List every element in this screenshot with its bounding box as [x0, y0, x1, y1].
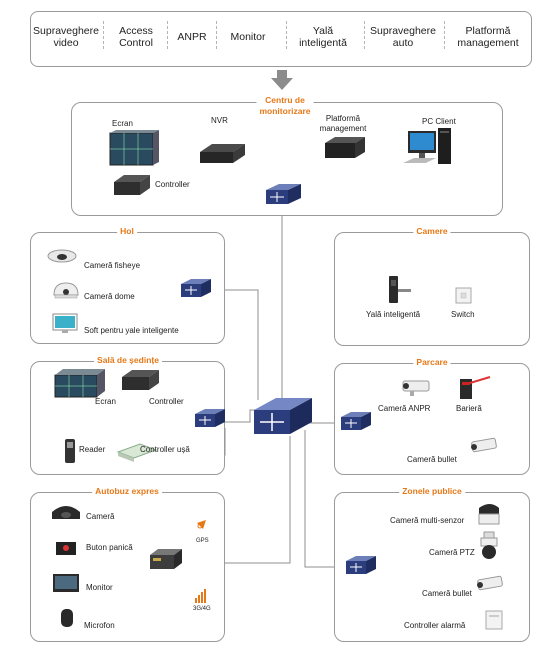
rooms-title: Camere: [413, 226, 451, 237]
screen-label: Ecran: [112, 119, 133, 128]
microphone-label: Microfon: [84, 621, 115, 630]
panic-button-icon: [56, 542, 76, 555]
multi-sensor-label: Cameră multi-senzor: [390, 516, 465, 525]
screen-label: Ecran: [95, 397, 116, 406]
category-video-surveillance: Supraveghere video: [33, 25, 99, 49]
network-label: 3G/4G: [193, 606, 211, 612]
alarm-controller-icon: [485, 610, 503, 630]
category-vehicle-surveillance: Supraveghere auto: [370, 25, 436, 49]
video-wall-icon: [109, 130, 159, 166]
rooms-panel: [334, 232, 530, 346]
monitor-label: Monitor: [86, 583, 113, 592]
category-smart-lock: Yală inteligentă: [299, 25, 347, 49]
panic-button-label: Buton panică: [86, 543, 133, 552]
anpr-camera-label: Cameră ANPR: [378, 404, 431, 413]
smart-lock-icon: [389, 276, 411, 303]
reader-label: Reader: [79, 445, 106, 454]
barrier-icon: [460, 376, 491, 399]
platform-label: Platformă management: [319, 114, 367, 133]
pc-client-icon: [403, 128, 451, 164]
separator: [364, 21, 365, 49]
fisheye-camera-icon: [47, 249, 77, 263]
signal-icon: [195, 589, 206, 603]
separator: [444, 21, 445, 49]
mobile-nvr-icon: [150, 549, 182, 569]
nvr-icon: [200, 144, 245, 163]
category-anpr: ANPR: [177, 31, 207, 43]
ptz-label: Cameră PTZ: [429, 548, 475, 557]
multi-sensor-camera-icon: [478, 504, 500, 525]
camera-label: Cameră: [86, 512, 115, 521]
category-access-control: Access Control: [119, 25, 153, 49]
pc-client-label: PC Client: [422, 117, 456, 126]
card-reader-icon: [65, 439, 75, 463]
bullet-camera-icon: [471, 437, 497, 453]
public-switch-icon: [346, 556, 376, 574]
door-controller-icon: [116, 443, 158, 462]
alarm-controller-label: Controller alarmă: [404, 621, 466, 630]
gps-icon: [197, 520, 206, 529]
bullet-camera-label: Cameră bullet: [407, 455, 457, 464]
separator: [286, 21, 287, 49]
controller-icon: [122, 370, 159, 390]
switch-label: Switch: [451, 310, 475, 319]
express-bus-title: Autobuz expres: [92, 486, 162, 497]
smart-lock-software-icon: [52, 313, 78, 333]
category-management-platform: Platformă management: [457, 25, 519, 49]
bullet-label: Cameră bullet: [422, 589, 472, 598]
bullet-camera-icon: [477, 575, 503, 591]
mobile-camera-icon: [52, 506, 80, 519]
meeting-room-title: Sală de ședințe: [94, 355, 162, 366]
monitoring-center-title: Centru de monitorizare: [256, 95, 314, 117]
dome-label: Cameră dome: [84, 292, 135, 301]
meeting-switch-icon: [195, 409, 225, 427]
separator: [103, 21, 104, 49]
fisheye-label: Cameră fisheye: [84, 261, 141, 270]
smart-lock-label: Yală inteligentă: [366, 310, 421, 319]
hallway-switch-icon: [181, 279, 211, 297]
wall-switch-icon: [455, 287, 472, 304]
anpr-camera-icon: [402, 380, 430, 396]
category-monitor: Monitor: [230, 31, 266, 43]
controller-label: Controller: [155, 180, 190, 189]
nvr-label: NVR: [211, 116, 228, 125]
ptz-camera-icon: [480, 531, 498, 559]
controller-icon: [114, 175, 150, 195]
parking-title: Parcare: [413, 357, 451, 368]
separator: [216, 21, 217, 49]
mobile-monitor-icon: [53, 574, 79, 592]
dome-camera-icon: [53, 282, 79, 299]
parking-switch-icon: [341, 412, 371, 430]
top-category-bar: [30, 11, 532, 67]
public-areas-title: Zonele publice: [399, 486, 465, 497]
microphone-icon: [61, 609, 73, 627]
smart-lock-software-label: Soft pentru yale inteligente: [84, 326, 179, 335]
separator: [167, 21, 168, 49]
barrier-label: Barieră: [456, 404, 482, 413]
video-wall-icon: [54, 369, 105, 398]
gps-label: GPS: [196, 538, 209, 544]
center-switch-icon: [266, 184, 301, 204]
hallway-title: Hol: [117, 226, 137, 237]
server-icon: [325, 137, 365, 158]
controller-label: Controller: [149, 397, 184, 406]
door-controller-label: Controller ușă: [140, 445, 190, 454]
